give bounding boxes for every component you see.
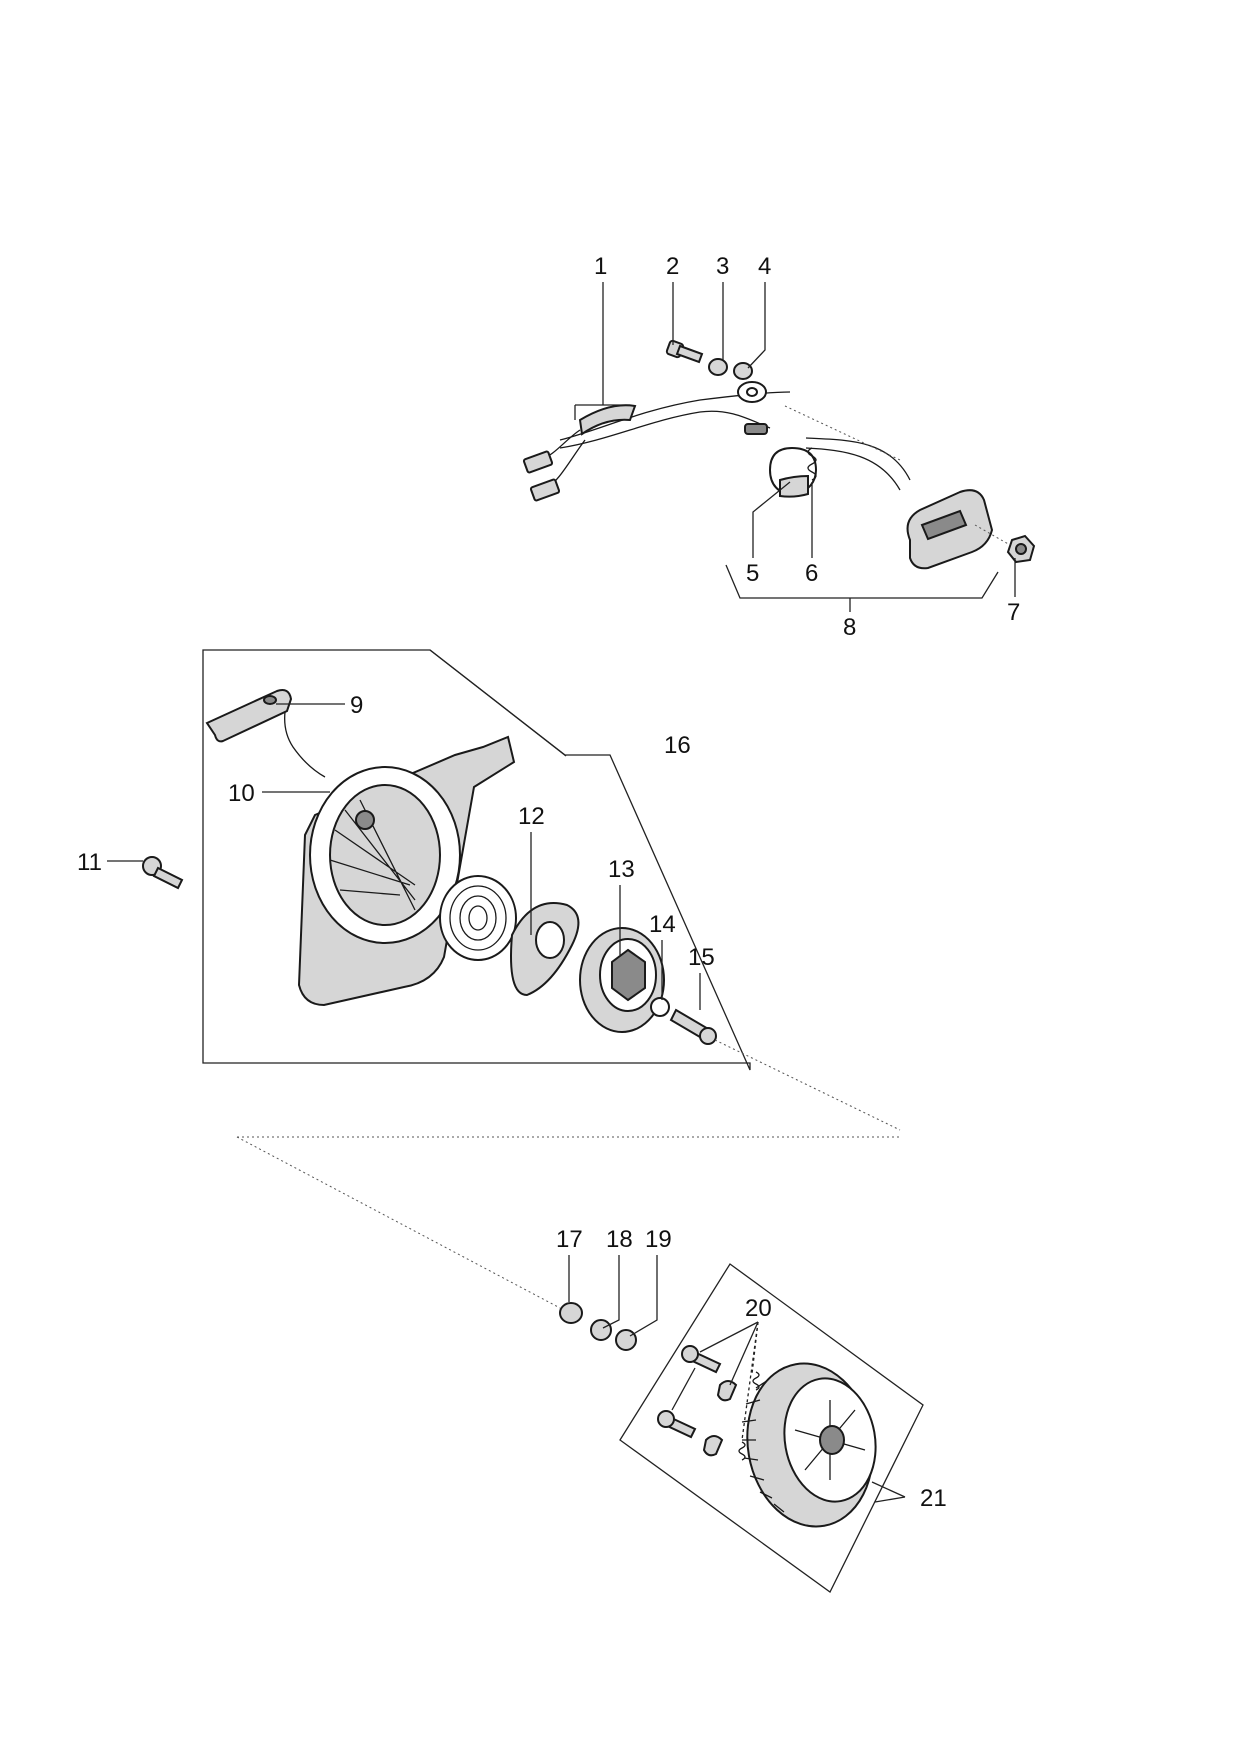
callout-18: 18 [606, 1226, 633, 1253]
callout-12: 12 [518, 803, 545, 830]
flywheel-assembly-frame [619, 1263, 924, 1593]
callout-11: 11 [77, 849, 102, 876]
callout-2: 2 [666, 253, 679, 280]
callout-17: 17 [556, 1226, 583, 1253]
callout-1: 1 [594, 253, 607, 280]
part-9-starter-handle [205, 689, 326, 778]
callout-6: 6 [805, 560, 818, 587]
callout-16: 16 [664, 732, 691, 759]
part-21-flywheel [741, 1362, 877, 1528]
part-2-screw [665, 339, 704, 364]
part-5-spark-plug-boot [768, 446, 818, 498]
callout-10: 10 [228, 780, 255, 807]
part-12-rewind-spring [439, 875, 580, 997]
callout-3: 3 [716, 253, 729, 280]
part-18-washer [590, 1319, 612, 1341]
callout-7: 7 [1007, 599, 1020, 626]
flywheel-group [559, 1263, 924, 1593]
part-15-screw [669, 1008, 717, 1045]
part-20-pawl-set [657, 1345, 760, 1461]
callout-5: 5 [746, 560, 759, 587]
part-10-starter-housing [297, 735, 516, 1007]
callout-20: 20 [745, 1295, 772, 1322]
callout-14: 14 [649, 911, 676, 938]
part-8-ignition-coil [805, 437, 994, 570]
part-11-screw [142, 856, 184, 890]
leader-lines [107, 282, 1016, 1503]
callout-15: 15 [688, 944, 715, 971]
part-4-washer [733, 362, 753, 380]
callout-19: 19 [645, 1226, 672, 1253]
part-6-spring [807, 447, 817, 481]
callout-4: 4 [758, 253, 771, 280]
starter-group [142, 649, 901, 1309]
callout-8: 8 [843, 614, 856, 641]
part-14-washer [650, 997, 670, 1017]
part-19-washer [615, 1329, 637, 1351]
part-3-washer [708, 358, 728, 376]
callout-9: 9 [350, 692, 363, 719]
callout-13: 13 [608, 856, 635, 883]
part-17-nut [559, 1302, 583, 1324]
part-1-wiring-harness [522, 381, 791, 502]
ignition-group [522, 339, 1036, 570]
callout-labels: 1 2 3 4 5 6 7 8 9 10 11 12 13 14 15 16 1… [77, 253, 1020, 1512]
part-7-nut [1006, 534, 1036, 564]
part-13-pulley [579, 927, 665, 1033]
callout-21: 21 [920, 1485, 947, 1512]
